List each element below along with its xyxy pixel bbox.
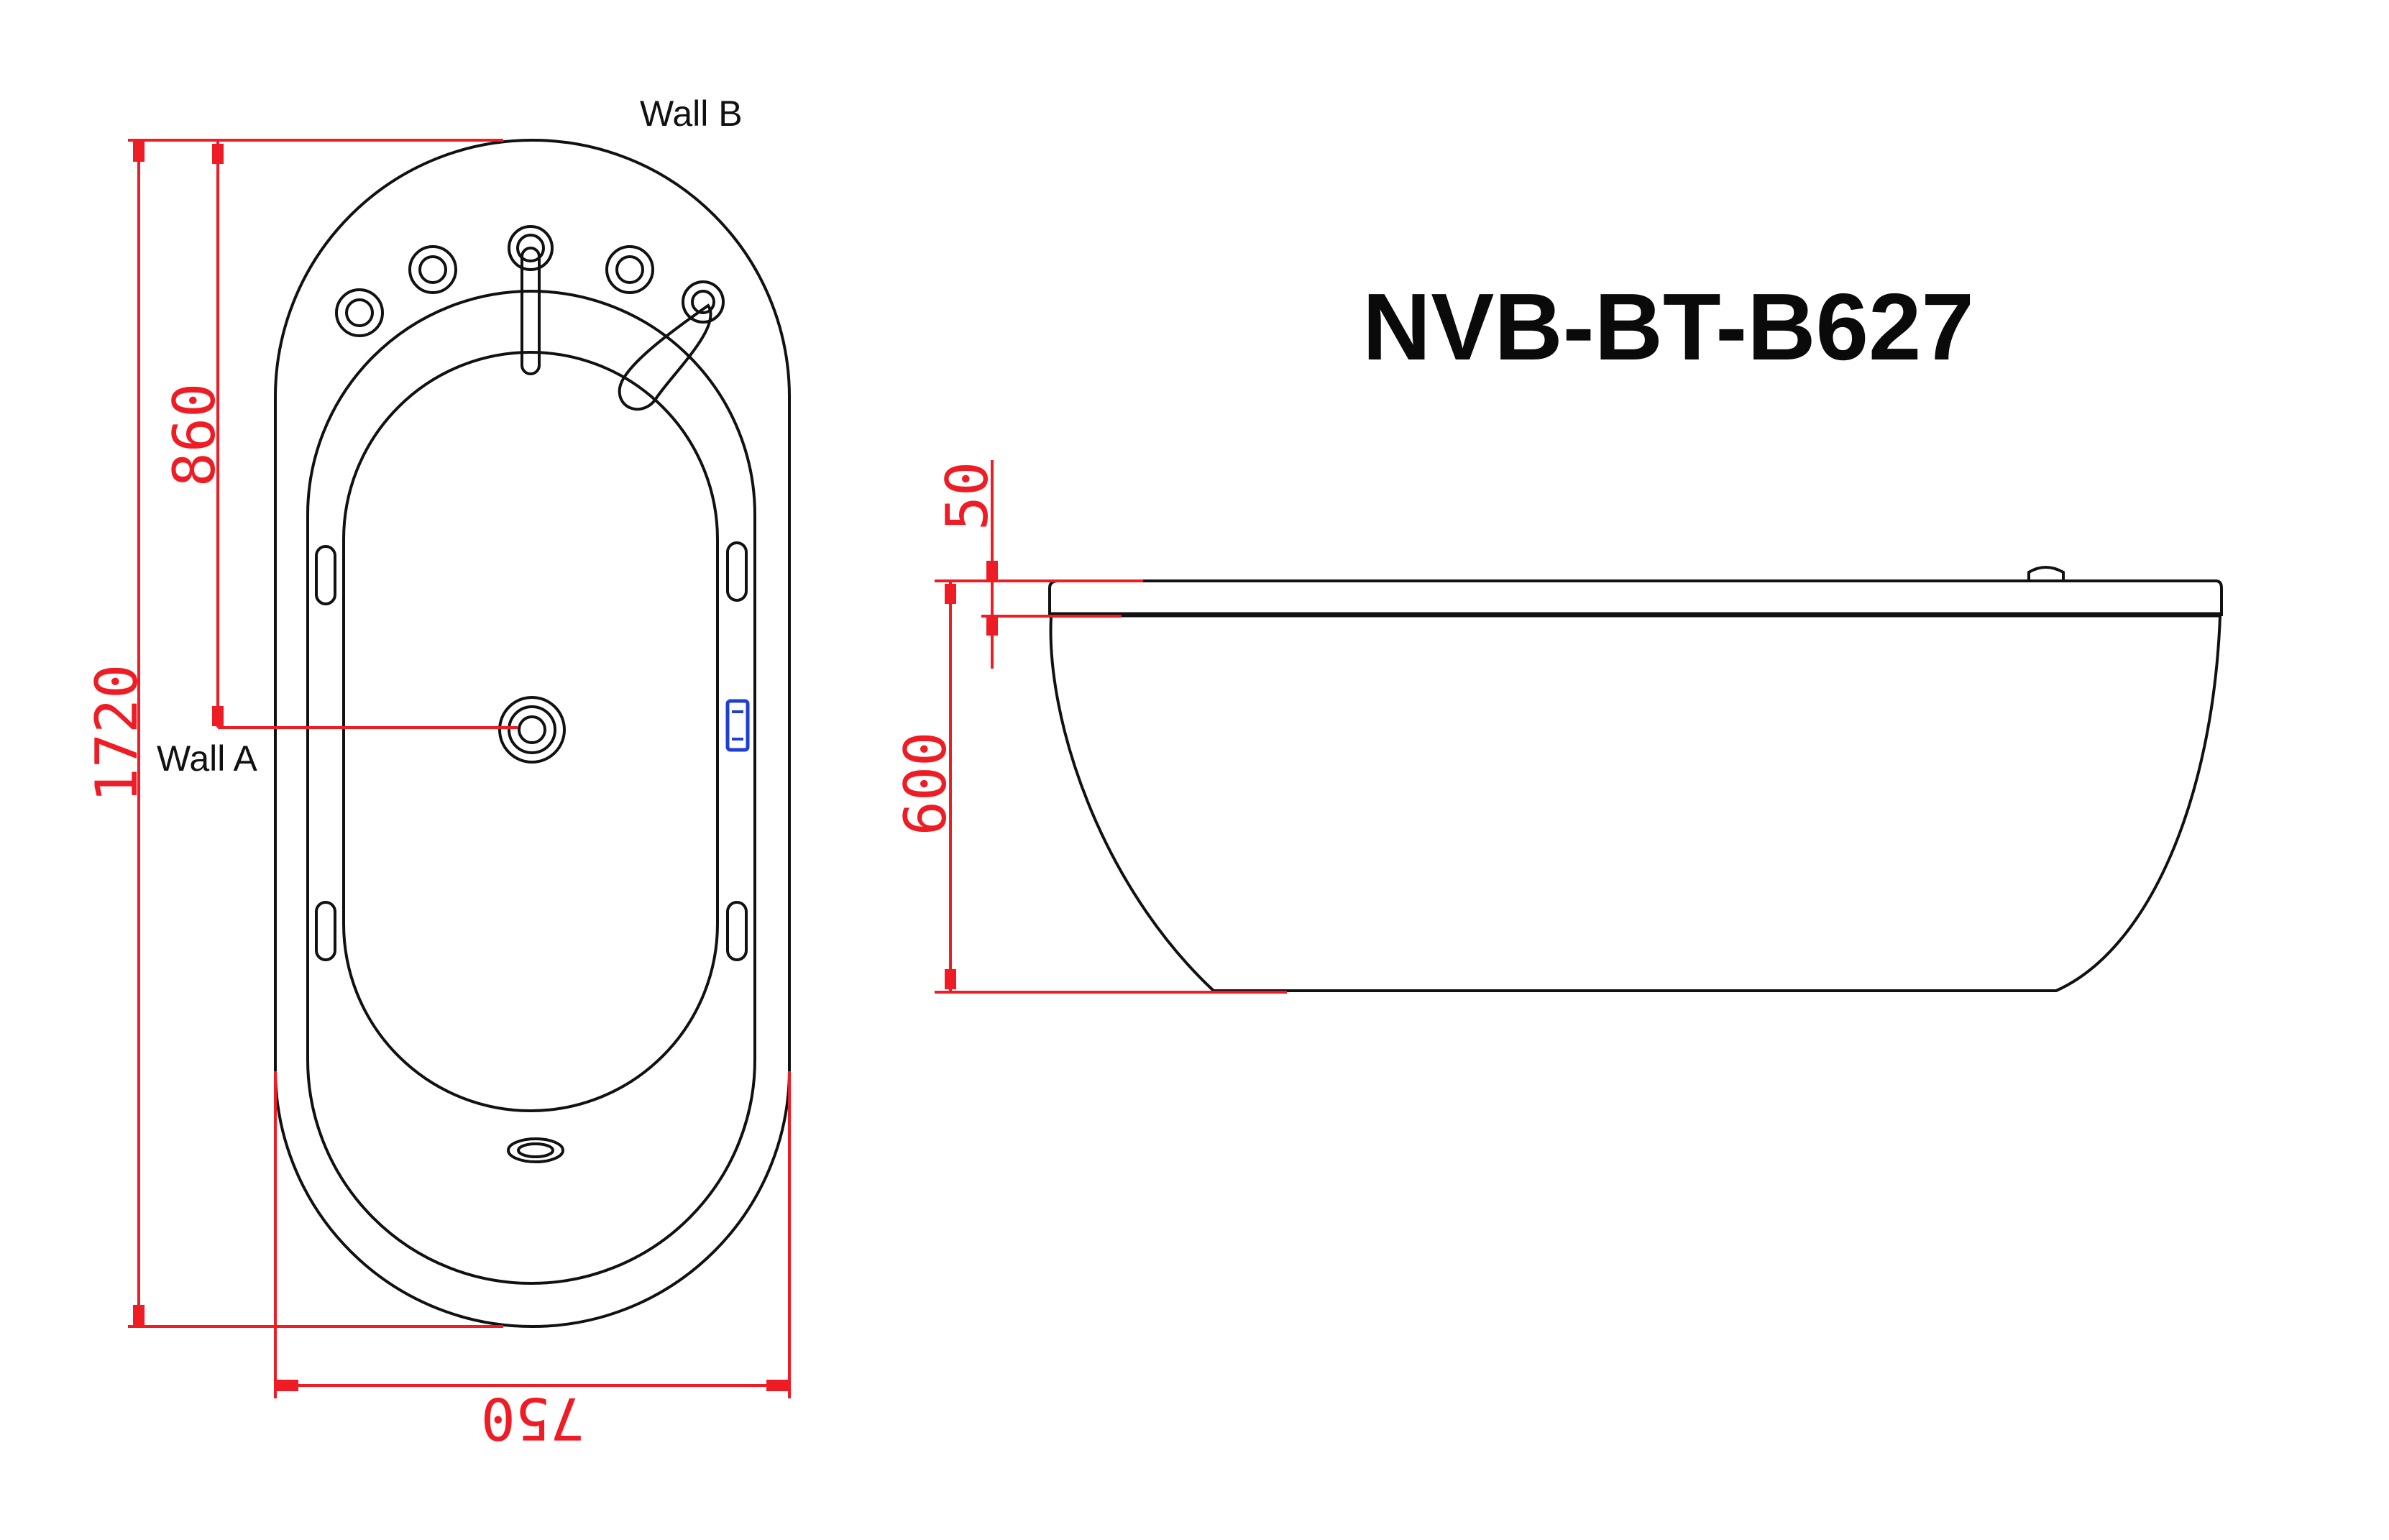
control-panel-icon (725, 699, 750, 752)
overflow-icon (507, 1137, 564, 1163)
side-view-dimensions (935, 460, 1287, 994)
product-title: NVB-BT-B627 (1362, 274, 1974, 380)
deck-jet-1 (335, 288, 384, 337)
deck-jet-3 (605, 245, 654, 294)
deck-jet-4 (682, 280, 725, 324)
tub-basin (342, 351, 719, 1112)
side-jet-2 (726, 541, 748, 602)
top-view-dimensions (128, 139, 791, 1398)
control-knob-icon (2027, 566, 2065, 579)
wall-b-label: Wall B (640, 93, 743, 134)
deck-jet-2 (408, 245, 457, 294)
side-view (1048, 566, 2223, 992)
height-dimension-label: 600 (892, 732, 959, 836)
drain-icon (498, 696, 566, 764)
length-dimension-label: 1720 (83, 664, 150, 803)
mixer-handle-icon (618, 303, 712, 411)
tub-deck-line (306, 290, 756, 1285)
side-jet-4 (726, 901, 748, 961)
tub-rim-side (1048, 579, 2223, 616)
top-view (274, 139, 791, 1328)
side-jet-1 (315, 545, 336, 605)
wall-a-offset-dimension-label: 860 (161, 383, 228, 487)
tub-body-side (1049, 616, 2221, 992)
faucet-icon (508, 225, 554, 375)
wall-a-label: Wall A (157, 738, 257, 779)
side-jet-3 (315, 901, 336, 961)
rim-dimension-label: 50 (934, 462, 1001, 531)
width-dimension-label: 750 (481, 1385, 585, 1452)
tub-outer-rim (274, 139, 791, 1328)
